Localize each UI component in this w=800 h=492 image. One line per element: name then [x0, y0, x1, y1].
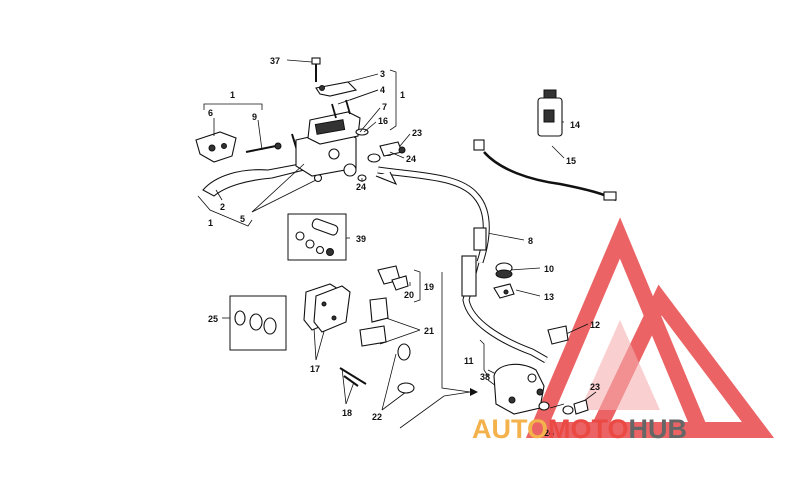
callout-1-left: 1 — [208, 218, 213, 228]
caliper-small-parts — [339, 265, 415, 394]
watermark-moto: MOTO — [548, 414, 629, 444]
callout-13: 13 — [544, 292, 554, 302]
callout-3: 3 — [380, 69, 385, 79]
arrow-line-2 — [399, 391, 471, 429]
callout-11: 11 — [464, 356, 474, 366]
callout-23-top: 23 — [412, 128, 422, 138]
seal-kit-25 — [229, 295, 287, 351]
watermark-logo-icon — [525, 217, 775, 438]
clamp — [315, 81, 358, 97]
brace-19 — [413, 269, 421, 303]
callout-16: 16 — [378, 116, 388, 126]
callout-15: 15 — [566, 156, 576, 166]
callout-10: 10 — [544, 264, 554, 274]
callout-5: 5 — [240, 214, 245, 224]
watermark-hub: HUB — [629, 414, 688, 444]
lever-bracket — [195, 131, 237, 163]
callout-23-bottom: 23 — [590, 382, 600, 392]
callout-39: 39 — [356, 234, 366, 244]
callout-21: 21 — [424, 326, 434, 336]
callout-4: 4 — [380, 85, 385, 95]
callout-6: 6 — [208, 108, 213, 118]
brake-fluid-bottle-icon — [537, 89, 563, 137]
callout-24-mid: 24 — [356, 182, 366, 192]
callout-1-right: 1 — [400, 90, 405, 100]
callout-8: 8 — [528, 236, 533, 246]
callout-24-top: 24 — [406, 154, 416, 164]
brake-lever-assembly — [195, 57, 406, 197]
brake-pads — [303, 283, 351, 333]
callout-37: 37 — [270, 56, 280, 66]
callout-25: 25 — [208, 314, 218, 324]
brake-hose — [375, 166, 548, 364]
arrow-line — [441, 272, 471, 393]
seal-kit-39 — [287, 213, 347, 261]
callout-9: 9 — [252, 112, 257, 122]
brace-top — [203, 103, 263, 110]
watermark-text: AUTOMOTOHUB — [472, 414, 687, 444]
callout-7: 7 — [382, 102, 387, 112]
callout-12: 12 — [590, 320, 600, 330]
callout-14: 14 — [570, 120, 580, 130]
arrow-head — [470, 388, 478, 396]
callout-24-bottom: 24 — [544, 428, 554, 438]
brace-right — [389, 69, 397, 131]
callout-2: 2 — [220, 202, 225, 212]
brace-11 — [479, 339, 489, 377]
callout-17: 17 — [310, 364, 320, 374]
callout-38: 38 — [480, 372, 490, 382]
callout-18: 18 — [342, 408, 352, 418]
bushing-set — [493, 262, 515, 299]
callout-20: 20 — [404, 290, 414, 300]
brace-lower — [197, 195, 253, 227]
callout-1-top: 1 — [230, 90, 235, 100]
sensor-cable — [473, 139, 617, 202]
brake-caliper — [493, 325, 589, 415]
brake-lever — [202, 163, 305, 197]
callout-22: 22 — [372, 412, 382, 422]
callout-19: 19 — [424, 282, 434, 292]
watermark-auto: AUTO — [472, 414, 548, 444]
